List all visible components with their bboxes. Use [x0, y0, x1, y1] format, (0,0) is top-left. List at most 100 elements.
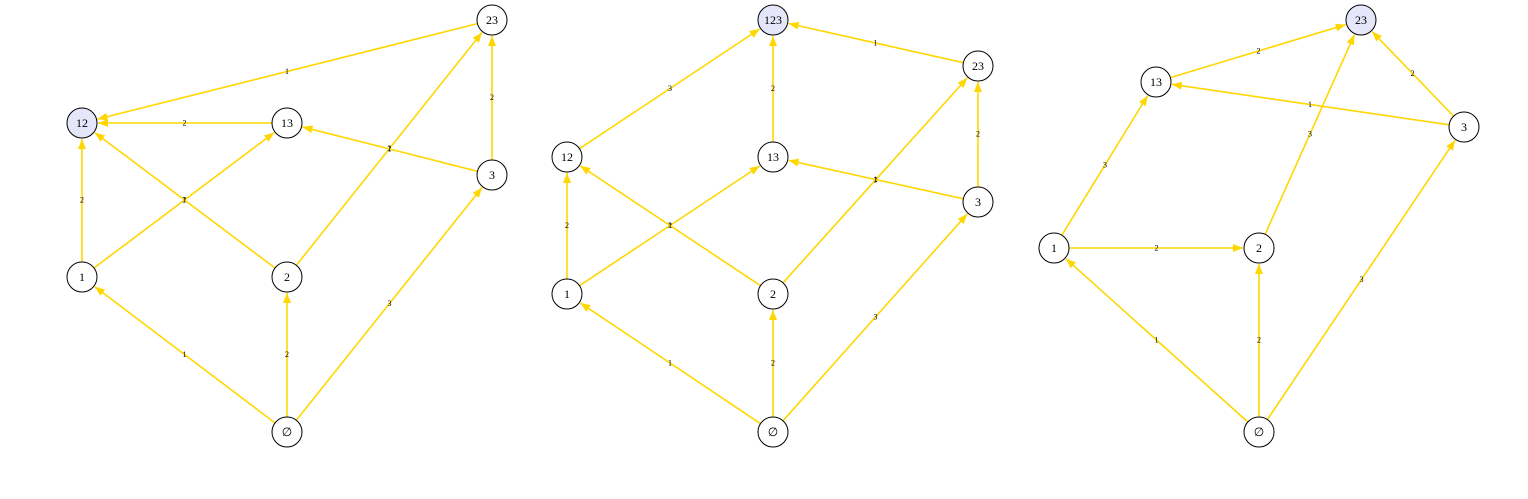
- edge-1-to-13: [1061, 95, 1149, 236]
- edge-label: 2: [183, 119, 187, 128]
- node-circle: [962, 50, 994, 82]
- edge-2-to-12: [94, 131, 276, 269]
- node-2: 2: [757, 278, 789, 310]
- node-label: ∅: [1254, 425, 1264, 439]
- edge-label: 2: [80, 196, 84, 205]
- node-label: 23: [486, 13, 498, 27]
- node-circle: [1345, 4, 1377, 36]
- edge-empty-to-1: [1065, 258, 1249, 423]
- node-label: 13: [281, 116, 293, 130]
- edge-label: 1: [1308, 100, 1312, 109]
- edge-empty-to-1: [579, 302, 761, 425]
- edge-empty-to-1: [94, 286, 276, 424]
- edge-label: 3: [874, 313, 878, 322]
- node-2: 2: [1243, 232, 1275, 264]
- node-circle: [476, 159, 508, 191]
- edge-label: 2: [285, 350, 289, 359]
- node-circle: [1243, 416, 1275, 448]
- node-circle: [757, 416, 789, 448]
- node-label: 13: [1150, 75, 1162, 89]
- node-circle: [757, 278, 789, 310]
- edge-label: 3: [1103, 161, 1107, 170]
- edge-label: 3: [668, 84, 672, 93]
- node-circle: [66, 261, 98, 293]
- node-circle: [757, 4, 789, 36]
- node-3: 3: [962, 186, 994, 218]
- edge-label: 2: [1257, 336, 1261, 345]
- node-label: ∅: [768, 425, 778, 439]
- edge-label: 1: [668, 221, 672, 230]
- node-3: 3: [1448, 111, 1480, 143]
- node-label: 123: [764, 13, 782, 27]
- edge-label: 2: [490, 93, 494, 102]
- node-label: 12: [561, 150, 573, 164]
- node-12: 12: [66, 107, 98, 139]
- node-23: 23: [962, 50, 994, 82]
- edge-label: 1: [183, 350, 187, 359]
- edge-2-to-12: [579, 165, 761, 287]
- edge-label: 2: [1257, 47, 1261, 56]
- edge-3-to-23: [1371, 30, 1455, 117]
- node-circle: [757, 141, 789, 173]
- node-circle: [962, 186, 994, 218]
- node-label: 2: [284, 270, 290, 284]
- edge-23-to-12: [97, 22, 478, 121]
- edge-label: 1: [874, 39, 878, 48]
- node-label: 23: [1355, 13, 1367, 27]
- edge-label: 2: [771, 84, 775, 93]
- edge-12-to-123: [579, 28, 761, 150]
- node-3: 3: [476, 159, 508, 191]
- edge-label: 3: [388, 299, 392, 308]
- edge-label: 3: [1360, 275, 1364, 284]
- edge-label: 1: [285, 67, 289, 76]
- node-label: 2: [770, 287, 776, 301]
- edge-label: 3: [1308, 130, 1312, 139]
- node-1: 1: [551, 278, 583, 310]
- edge-3-to-13: [1171, 81, 1450, 126]
- edge-empty-to-3: [1266, 139, 1456, 420]
- edge-label: 1: [1155, 336, 1159, 345]
- node-1: 1: [1038, 232, 1070, 264]
- node-label: ∅: [282, 425, 292, 439]
- node-circle: [1243, 232, 1275, 264]
- node-23: 23: [476, 4, 508, 36]
- edge-label: 1: [388, 145, 392, 154]
- edge-empty-to-3: [782, 213, 968, 422]
- edge-label: 2: [565, 221, 569, 230]
- node-label: 3: [1461, 120, 1467, 134]
- node-13: 13: [271, 107, 303, 139]
- edge-label: 2: [976, 130, 980, 139]
- node-label: 3: [975, 195, 981, 209]
- node-circle: [476, 4, 508, 36]
- node-2: 2: [271, 261, 303, 293]
- node-label: 3: [489, 168, 495, 182]
- edge-label: 1: [874, 175, 878, 184]
- edge-label: 1: [668, 359, 672, 368]
- edge-3-to-13: [302, 125, 478, 173]
- node-circle: [66, 107, 98, 139]
- node-circle: [1140, 66, 1172, 98]
- node-circle: [271, 107, 303, 139]
- node-empty: ∅: [757, 416, 789, 448]
- node-circle: [271, 261, 303, 293]
- node-circle: [1448, 111, 1480, 143]
- node-1: 1: [66, 261, 98, 293]
- edge-label: 1: [183, 196, 187, 205]
- node-12: 12: [551, 141, 583, 173]
- node-23: 23: [1345, 4, 1377, 36]
- node-13: 13: [1140, 66, 1172, 98]
- edge-label: 2: [1155, 244, 1159, 253]
- edge-23-to-123: [788, 21, 964, 64]
- node-label: 13: [767, 150, 779, 164]
- node-circle: [551, 278, 583, 310]
- node-13: 13: [757, 141, 789, 173]
- node-label: 12: [76, 116, 88, 130]
- node-label: 1: [1051, 241, 1057, 255]
- node-123: 123: [757, 4, 789, 36]
- node-label: 23: [972, 59, 984, 73]
- edge-empty-to-3: [295, 187, 483, 421]
- edge-13-to-23: [1170, 23, 1346, 79]
